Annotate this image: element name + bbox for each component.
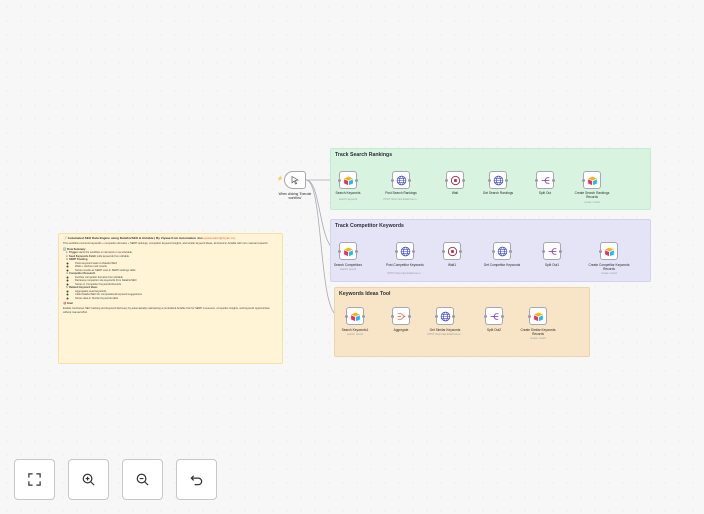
node-label: Wait1 — [447, 263, 457, 267]
undo-icon — [190, 475, 203, 486]
note-flow-item: Related Keyword Ideas Aggregates seed ke… — [69, 286, 278, 300]
node-get-competitor-keywords[interactable] — [492, 242, 512, 260]
node-subtitle: POST: https://api.dataforseo.c... — [387, 272, 423, 275]
node-label: Split Out1 — [545, 263, 559, 267]
node-subtitle: create: record — [601, 272, 617, 275]
zoom-in-icon — [82, 473, 95, 486]
globe-icon — [396, 175, 406, 185]
trigger-bolt-icon: ⚡ — [277, 176, 284, 182]
node-label: Post Competitor Keywords — [386, 263, 424, 267]
note-serp-item: Stores results as SERP rows in SERP rank… — [75, 269, 278, 273]
node-subtitle: create: record — [530, 337, 546, 340]
note-goal-heading: 🎯 Goal — [63, 302, 73, 305]
cursor-icon — [291, 175, 299, 185]
airtable-icon — [343, 247, 353, 256]
fit-view-button[interactable] — [14, 459, 55, 500]
node-post-search-rankings[interactable] — [391, 171, 411, 189]
reset-zoom-button[interactable] — [176, 459, 217, 500]
wait-icon — [450, 175, 460, 185]
aggregate-icon — [397, 312, 405, 320]
node-search-keywords[interactable] — [338, 171, 358, 189]
node-subtitle: search: record — [340, 268, 356, 271]
node-label: Post Search Rankings — [385, 191, 417, 195]
node-label: Search Keywords1 — [341, 328, 369, 332]
globe-icon — [440, 311, 450, 321]
note-flow-item: Seed Keywords Fetch pulls keywords from … — [69, 255, 278, 259]
zoom-out-icon — [136, 473, 149, 486]
expand-icon — [28, 473, 41, 486]
note-ideas-item: Calls DataForSEO for computational keywo… — [75, 293, 278, 297]
globe-icon — [497, 246, 507, 256]
node-label: Search Keywords — [335, 191, 361, 195]
airtable-icon — [587, 176, 597, 185]
node-subtitle: search: keyword — [338, 198, 358, 201]
group-keywords-ideas-tool[interactable]: Keywords Ideas Tool — [334, 287, 590, 357]
note-flow-item: SERP Tracking Posts keyword tasks to Dat… — [69, 258, 278, 272]
note-link[interactable]: (automation@ziyan.co) — [203, 236, 236, 240]
note-comp-item: Fetches competitor domains from Airtable — [75, 276, 278, 280]
note-comp-item: Stores in Competitor Keywords Records — [75, 283, 278, 287]
group-track-competitor-keywords[interactable]: Track Competitor Keywords — [330, 219, 651, 282]
note-flow-item: Competitor Research Fetches competitor d… — [69, 272, 278, 286]
node-label: Create Similar Keywords Records — [520, 328, 556, 336]
airtable-icon — [533, 312, 543, 321]
node-label: Search Competitors — [333, 263, 363, 267]
node-create-search-rankings-records[interactable] — [582, 171, 601, 189]
node-get-search-rankings[interactable] — [488, 171, 508, 189]
split-icon — [541, 176, 549, 184]
node-wait[interactable] — [445, 171, 465, 189]
note-flow-heading: 🔄 Flow Summary — [63, 247, 86, 251]
group-title: Keywords Ideas Tool — [339, 291, 391, 297]
note-title: 📝 Automated SEO Data Engine using DataFo… — [63, 236, 236, 240]
airtable-icon — [350, 312, 360, 321]
globe-icon — [400, 246, 410, 256]
node-label: Get Competitor Keywords — [483, 263, 521, 267]
note-flow-list: Trigger starts the workflow on demand or… — [63, 251, 278, 300]
note-serp-item: Waits + fetches rank results — [75, 265, 278, 269]
zoom-in-button[interactable] — [68, 459, 109, 500]
node-split-out[interactable] — [535, 171, 555, 189]
note-comp-item: Retrieves competitor site keywords from … — [75, 279, 278, 283]
node-search-competitors[interactable] — [338, 242, 358, 260]
node-label: Get Search Rankings — [482, 191, 514, 195]
node-label: Create Competitor Keywords Records — [588, 263, 630, 271]
note-intro: This workflow connects keywords + compet… — [63, 242, 269, 245]
node-subtitle: POST: https://api.dataforseo.c... — [427, 333, 463, 336]
node-label: Aggregate — [393, 328, 409, 332]
globe-icon — [493, 175, 503, 185]
node-post-competitor-keywords[interactable] — [395, 242, 415, 260]
node-subtitle: POST: https://api.dataforseo.c... — [383, 198, 419, 201]
split-icon — [490, 312, 498, 320]
group-title: Track Competitor Keywords — [335, 223, 404, 229]
node-create-similar-keywords-records[interactable] — [528, 307, 547, 325]
node-label: Create Search Rankings Records — [574, 191, 610, 199]
node-label: Split Out — [538, 191, 552, 195]
node-label: Split Out2 — [487, 328, 501, 332]
node-label: Get Similar Keywords — [429, 328, 461, 332]
node-split-out1[interactable] — [542, 242, 562, 260]
split-icon — [548, 247, 556, 255]
node-create-competitor-keywords-records[interactable] — [599, 242, 618, 260]
node-subtitle: create: record — [584, 201, 600, 204]
zoom-out-button[interactable] — [122, 459, 163, 500]
trigger-label: When clicking 'Execute workflow' — [278, 192, 312, 200]
note-ideas-item: Stores data in Similar Keywords table — [75, 297, 278, 301]
note-goal: Enable continuous SEO tracking and keywo… — [63, 307, 270, 314]
node-search-keywords1[interactable] — [345, 307, 365, 325]
node-aggregate[interactable] — [391, 307, 411, 325]
group-title: Track Search Rankings — [335, 152, 393, 158]
airtable-icon — [343, 176, 353, 185]
node-subtitle: search: record — [347, 333, 363, 336]
note-serp-item: Posts keyword tasks to DataForSEO — [75, 262, 278, 266]
node-get-similar-keywords[interactable] — [435, 307, 455, 325]
node-split-out2[interactable] — [484, 307, 504, 325]
sticky-note[interactable]: 📝 Automated SEO Data Engine using DataFo… — [58, 233, 283, 364]
node-wait1[interactable] — [442, 242, 462, 260]
wait-icon — [447, 246, 457, 256]
manual-trigger-node[interactable] — [284, 171, 306, 189]
note-ideas-item: Aggregates seed keywords — [75, 290, 278, 294]
node-label: Wait — [451, 191, 459, 195]
airtable-icon — [604, 247, 614, 256]
note-flow-item: Trigger starts the workflow on demand or… — [69, 251, 278, 255]
